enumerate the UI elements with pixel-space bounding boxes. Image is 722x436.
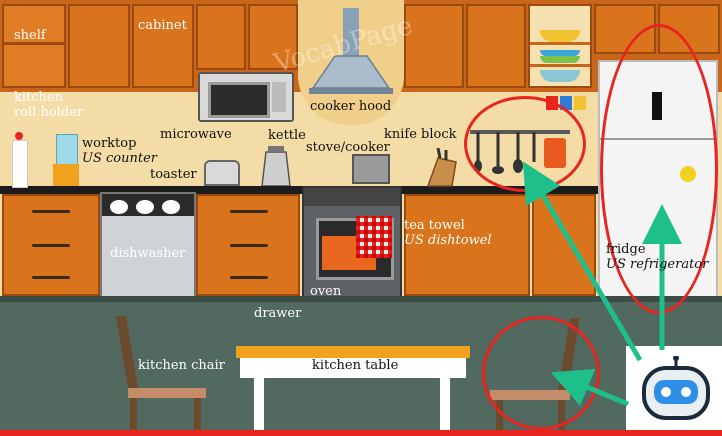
label-worktop-us: US counter [82,151,157,166]
kitchen-table-body-icon [240,358,466,378]
label-fridge: fridge US refrigerator [606,242,708,272]
blender-base-icon [53,164,79,186]
label-tea-towel-us: US dishtowel [404,233,492,248]
label-tea-towel: tea towel US dishtowel [404,218,492,248]
mug-icon [574,96,586,110]
label-microwave: microwave [160,127,232,142]
bowl-stack-icon [540,50,580,56]
dishwasher-icon [100,192,196,298]
cooker-hood-icon [309,8,393,94]
label-shelf: shelf [14,28,46,43]
bowl-stack-icon [540,70,580,82]
shelf-board [530,42,590,45]
upper-cabinet-shelf [2,4,66,88]
kitchen-roll-icon [12,140,28,188]
upper-cabinet-1 [68,4,130,88]
label-drawer: drawer [254,306,302,321]
label-cabinet: cabinet [138,18,187,33]
label-toaster: toaster [150,167,197,182]
label-kitchen-table: kitchen table [312,358,399,373]
label-kettle: kettle [268,128,306,143]
label-stove-cooker: stove/cooker [306,140,390,155]
drawer-handle [230,210,268,213]
blender-icon [56,134,78,166]
upper-cabinet-4 [248,4,298,70]
label-cooker-hood: cooker hood [310,99,392,114]
label-kitchen-chair: kitchen chair [138,358,225,373]
drawer-handle [230,244,268,247]
drawer-handle [230,276,268,279]
label-dishwasher: dishwasher [110,246,186,261]
bowl-stack-icon [540,30,580,42]
kitchen-table-top-icon [236,346,470,358]
label-tea-towel-text: tea towel [404,218,465,233]
tea-towel-icon [356,216,392,258]
drawer-handle [32,210,70,213]
pot-icon [352,154,390,184]
lower-cabinet-right-2 [532,194,596,296]
robot-icon [642,356,710,420]
label-worktop-text: worktop [82,136,137,151]
worktop-surface [0,186,600,194]
kitchen-roll-cap-icon [15,132,23,140]
upper-cabinet-3 [196,4,246,70]
floor-edge [0,296,722,302]
annotation-ring-chair [482,316,600,430]
bowl-stack-icon [540,56,580,63]
annotation-ring-utensils [464,96,586,192]
drawer-handle [32,244,70,247]
kitchen-chair-icon [116,316,206,430]
shelf-board [4,42,64,45]
bottom-border [0,430,722,436]
label-fridge-text: fridge [606,242,646,257]
microwave-icon [198,72,294,122]
table-leg [440,376,450,430]
label-kitchen-roll-holder: kitchen roll holder [14,90,84,120]
upper-cabinet-5 [404,4,464,88]
label-fridge-us: US refrigerator [606,257,709,272]
shelf-board [530,64,590,67]
kettle-icon [261,146,291,186]
label-worktop: worktop US counter [82,136,157,166]
knife-block-icon [426,148,457,187]
upper-cabinet-6 [466,4,526,88]
upper-cabinet-2 [132,4,194,88]
toaster-icon [204,160,240,186]
lower-cabinet-right [404,194,530,296]
label-oven: oven [310,284,342,299]
label-knife-block: knife block [384,127,457,142]
table-leg [254,376,264,430]
drawer-handle [32,276,70,279]
